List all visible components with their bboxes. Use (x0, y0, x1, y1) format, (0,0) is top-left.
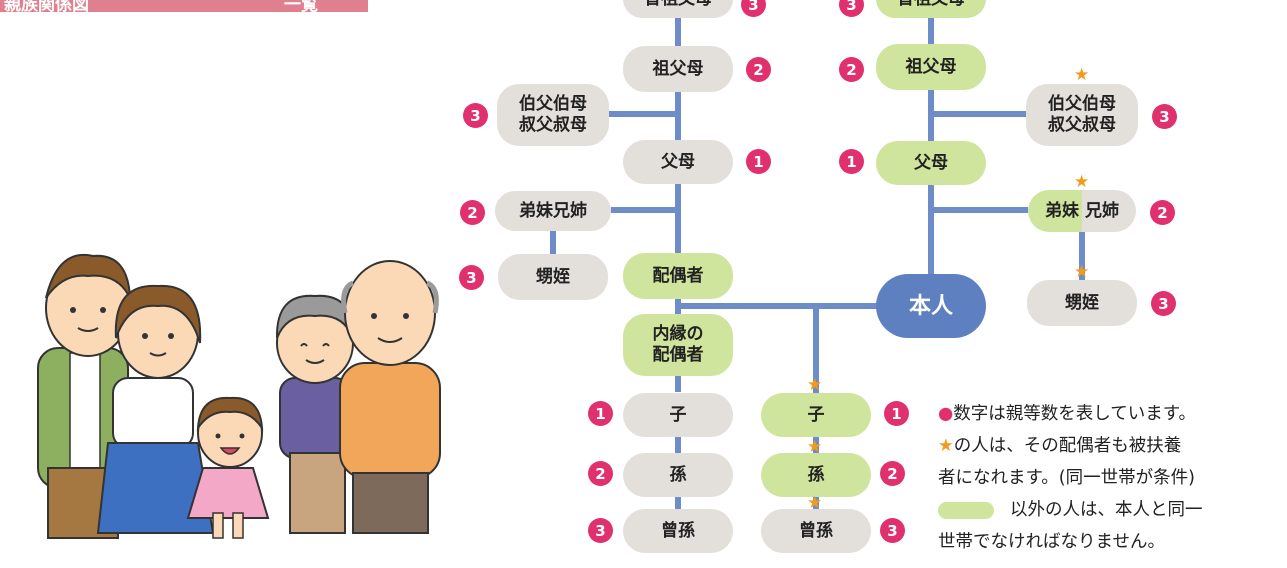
spouse-uncles-aunts-label: 伯父伯母叔父叔母 (519, 94, 587, 136)
self-great-grandchild-label: 曾孫 (799, 520, 833, 541)
self-uncles-aunts-label: 伯父伯母叔父叔母 (1048, 94, 1116, 136)
spouse-uncles-aunts-node: 伯父伯母叔父叔母 (497, 84, 609, 146)
self-parents-node: 父母 (876, 141, 986, 185)
legend-star-text: の人は、その配偶者も被扶養 (953, 436, 1182, 456)
star-icon: ★ (1074, 172, 1090, 192)
degree-badge-self-uncles: 3 (1152, 104, 1177, 129)
spouse-nephews-nieces-node: 甥姪 (498, 254, 608, 300)
spouse-grandchild-label: 孫 (669, 464, 687, 485)
degree-badge-self-parents: 1 (839, 149, 864, 174)
degree-badge-self-grandparents: 2 (839, 57, 864, 82)
spouse-nephews-nieces-label: 甥姪 (536, 266, 570, 287)
self-label: 本人 (908, 293, 953, 319)
mother-figure (96, 284, 215, 534)
self-child-node: 子 (761, 393, 871, 437)
self-node: 本人 (876, 274, 986, 338)
legend-swatch-text-cont: 世帯でなければなりません。 (938, 532, 1165, 552)
spouse-parents-label: 父母 (661, 151, 695, 172)
spouse-label: 配偶者 (652, 265, 704, 286)
degree-badge-spouse-great-grandchild: 3 (588, 518, 613, 543)
legend-line-degrees: ●数字は親等数を表しています。 (938, 398, 1283, 430)
star-icon: ★ (807, 437, 823, 457)
degree-badge-spouse-grandparents: 2 (746, 57, 771, 82)
self-aunts-label: 叔父叔母 (1048, 115, 1116, 135)
green-swatch-icon (938, 501, 994, 519)
spouse-great-grandparents-label: 曾祖父母 (644, 0, 712, 10)
spouse-grandparents-label: 祖父母 (652, 58, 704, 79)
self-child-label: 子 (807, 404, 825, 425)
spouse-great-grandchild-node: 曾孫 (623, 509, 733, 553)
star-icon: ★ (1074, 262, 1090, 282)
self-grandparents-node: 祖父母 (876, 44, 986, 90)
self-great-grandparents-label: 曾祖父母 (897, 0, 965, 10)
common-law-spouse-label: 内縁の配偶者 (653, 324, 704, 366)
spouse-node: 配偶者 (623, 253, 733, 299)
self-siblings-node: 弟妹 兄姉 (1028, 190, 1136, 232)
degree-badge-spouse-siblings: 2 (460, 200, 485, 225)
degree-badge-self-siblings: 2 (1150, 200, 1175, 225)
degree-badge-self-child: 1 (884, 401, 909, 426)
dot-icon: ● (938, 404, 954, 424)
common-law-label-line1: 内縁の (652, 324, 704, 344)
legend-line-star-cont: 者になれます。(同一世帯が条件) (938, 462, 1283, 494)
spouse-siblings-label: 弟妹兄姉 (519, 200, 587, 221)
self-grandparents-label: 祖父母 (905, 56, 957, 77)
self-grandchild-node: 孫 (761, 453, 871, 497)
header-subtitle: 一覧 (284, 0, 318, 12)
grandfather-figure (339, 260, 441, 534)
star-icon: ★ (807, 375, 823, 395)
legend-star-text-cont: 者になれます。(同一世帯が条件) (938, 468, 1195, 488)
family-illustration (37, 253, 441, 539)
self-grandchild-label: 孫 (807, 464, 825, 485)
self-great-grandparents-node: 曾祖父母 (876, 0, 986, 18)
degree-badge-spouse-grandchild: 2 (588, 461, 613, 486)
daughter-figure (186, 396, 270, 539)
spouse-parents-node: 父母 (623, 140, 733, 184)
header-bar: 親族関係図 一覧 (0, 0, 368, 12)
spouse-child-node: 子 (623, 393, 733, 437)
star-icon: ★ (938, 436, 954, 456)
degree-badge-spouse-great-grandparents: 3 (741, 0, 766, 17)
self-older-siblings-label: 兄姉 (1084, 200, 1119, 221)
legend-swatch-text: 以外の人は、本人と同一 (1010, 500, 1203, 520)
common-law-label-line2: 配偶者 (652, 345, 704, 365)
legend-line-swatch: 以外の人は、本人と同一 (938, 494, 1283, 526)
spouse-grandparents-node: 祖父母 (623, 46, 733, 92)
degree-badge-spouse-child: 1 (588, 401, 613, 426)
spouse-uncles-label: 伯父伯母 (519, 94, 587, 114)
spouse-grandchild-node: 孫 (623, 453, 733, 497)
legend-line-star: ★の人は、その配偶者も被扶養 (938, 430, 1283, 462)
degree-badge-spouse-uncles: 3 (463, 103, 488, 128)
self-uncles-aunts-node: 伯父伯母叔父叔母 (1026, 84, 1138, 146)
self-parents-label: 父母 (914, 152, 948, 173)
spouse-great-grandchild-label: 曾孫 (661, 520, 695, 541)
legend-line-swatch-cont: 世帯でなければなりません。 (938, 526, 1283, 558)
common-law-spouse-node: 内縁の配偶者 (623, 314, 733, 376)
degree-badge-spouse-parents: 1 (746, 149, 771, 174)
header-title: 親族関係図 (4, 0, 89, 12)
degree-badge-self-great-grandchild: 3 (880, 518, 905, 543)
degree-badge-self-great-grandparents: 3 (839, 0, 864, 17)
self-uncles-label: 伯父伯母 (1048, 94, 1116, 114)
self-nephews-nieces-label: 甥姪 (1065, 292, 1099, 313)
star-icon: ★ (807, 493, 823, 513)
legend-degree-text: 数字は親等数を表しています。 (953, 404, 1197, 424)
grandmother-figure (275, 294, 355, 534)
spouse-aunts-label: 叔父叔母 (519, 115, 587, 135)
legend: ●数字は親等数を表しています。 ★の人は、その配偶者も被扶養 者になれます。(同… (938, 398, 1283, 558)
self-nephews-nieces-node: 甥姪 (1027, 280, 1137, 326)
self-younger-siblings-label: 弟妹 (1045, 200, 1080, 221)
spouse-great-grandparents-node: 曾祖父母 (623, 0, 733, 18)
self-great-grandchild-node: 曾孫 (761, 509, 871, 553)
degree-badge-spouse-nephews: 3 (459, 265, 484, 290)
degree-badge-self-grandchild: 2 (880, 461, 905, 486)
degree-badge-self-nephews: 3 (1151, 291, 1176, 316)
spouse-siblings-node: 弟妹兄姉 (495, 191, 611, 231)
star-icon: ★ (1074, 65, 1090, 85)
spouse-child-label: 子 (669, 404, 687, 425)
